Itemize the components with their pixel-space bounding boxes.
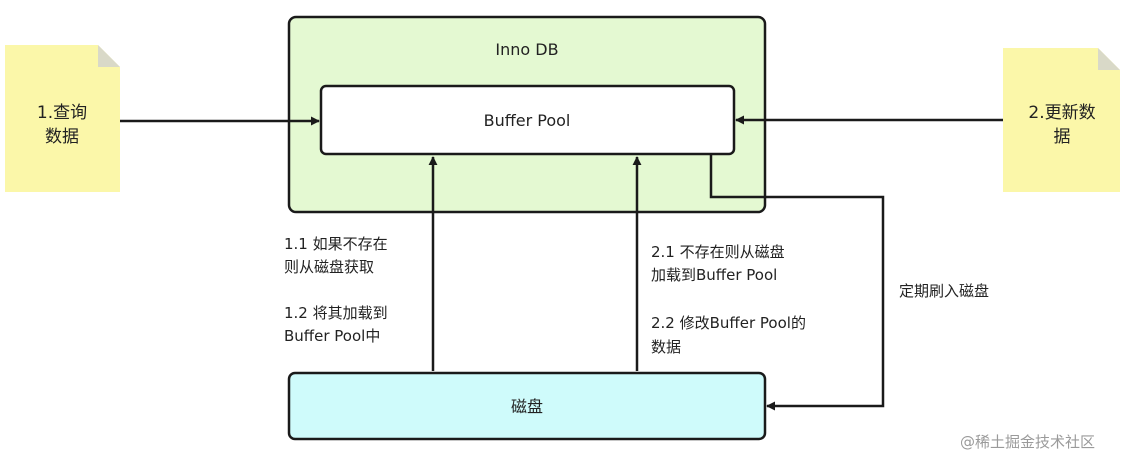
update-note-line-1: 2.更新数 <box>1028 103 1095 123</box>
left-annotation-step2-line1: 1.2 将其加载到 <box>284 304 388 322</box>
right-annotation-step1-line2: 加载到Buffer Pool <box>651 266 777 284</box>
disk-box: 磁盘 <box>287 371 767 441</box>
note-fold-corner <box>98 45 120 67</box>
buffer-pool-label: Buffer Pool <box>484 111 571 130</box>
right-annotation-step2-line2: 数据 <box>651 338 681 356</box>
watermark: @稀土掘金技术社区 <box>960 433 1095 451</box>
left-annotation-step1-line2: 则从磁盘获取 <box>284 258 374 276</box>
note-fold-corner <box>1098 48 1120 70</box>
flush-arrow <box>709 154 885 411</box>
buffer-pool-box: Buffer Pool <box>319 84 736 156</box>
update-data-note: 2.更新数 据 <box>1003 48 1120 192</box>
right-annotation: 2.1 不存在则从磁盘 加载到Buffer Pool 2.2 修改Buffer … <box>651 243 806 356</box>
right-annotation-step1-line1: 2.1 不存在则从磁盘 <box>651 243 785 261</box>
query-note-line-1: 1.查询 <box>37 103 87 123</box>
right-annotation-step2-line1: 2.2 修改Buffer Pool的 <box>651 314 806 332</box>
innodb-title: Inno DB <box>495 40 558 59</box>
query-data-note: 1.查询 数据 <box>5 45 120 192</box>
flush-label: 定期刷入磁盘 <box>899 282 989 300</box>
left-annotation-step1-line1: 1.1 如果不存在 <box>284 235 388 253</box>
update-note-line-2: 据 <box>1054 127 1071 147</box>
left-annotation: 1.1 如果不存在 则从磁盘获取 1.2 将其加载到 Buffer Pool中 <box>284 235 388 345</box>
query-note-line-2: 数据 <box>45 127 79 147</box>
disk-label: 磁盘 <box>511 397 543 416</box>
left-annotation-step2-line2: Buffer Pool中 <box>284 327 380 345</box>
